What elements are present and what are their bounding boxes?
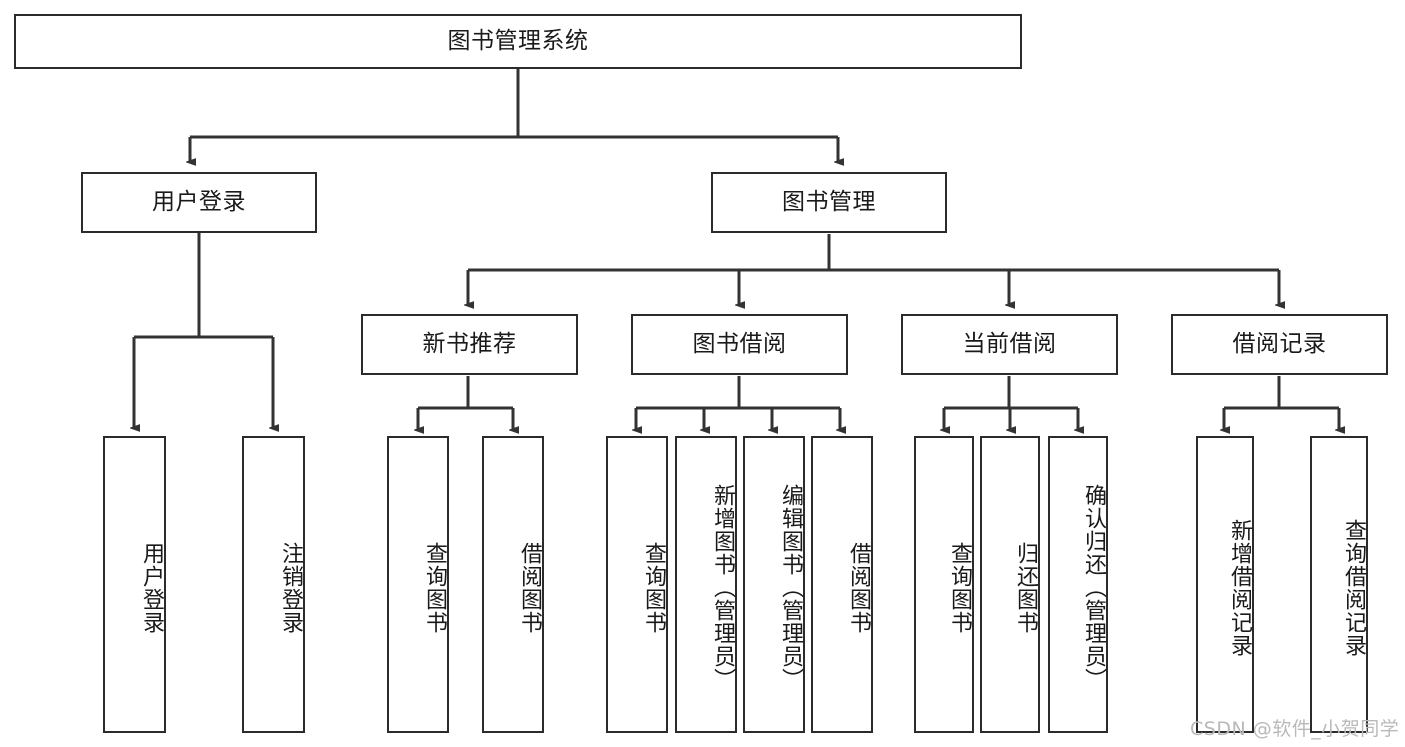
leaf-book-borrow-edit-book-admin[interactable]: 编辑图书（管理员） xyxy=(743,436,805,733)
node-new-book-recommend[interactable]: 新书推荐 xyxy=(361,314,578,375)
node-label: 图书管理 xyxy=(782,188,876,215)
node-label: 图书借阅 xyxy=(692,330,787,357)
node-label: 注销登录 xyxy=(278,541,303,634)
node-label: 查询借阅记录 xyxy=(1341,518,1366,657)
node-label: 归还图书 xyxy=(1013,541,1038,634)
node-user-login[interactable]: 用户登录 xyxy=(81,172,317,233)
node-label: 新书推荐 xyxy=(422,330,517,357)
leaf-borrow-records-query-record[interactable]: 查询借阅记录 xyxy=(1310,436,1368,733)
leaf-new-book-query-book[interactable]: 查询图书 xyxy=(387,436,449,733)
node-label: 查询图书 xyxy=(947,541,972,634)
node-label: 当前借阅 xyxy=(962,330,1057,357)
node-label: 借阅图书 xyxy=(846,541,871,634)
node-label: 借阅图书 xyxy=(517,541,542,634)
leaf-book-borrow-query-book[interactable]: 查询图书 xyxy=(606,436,668,733)
node-label: 查询图书 xyxy=(641,541,666,634)
node-book-borrow[interactable]: 图书借阅 xyxy=(631,314,848,375)
leaf-borrow-records-add-record[interactable]: 新增借阅记录 xyxy=(1196,436,1254,733)
node-label: 图书管理系统 xyxy=(447,27,589,54)
node-label: 用户登录 xyxy=(139,541,164,634)
node-label: 新增借阅记录 xyxy=(1227,518,1252,657)
leaf-user-login-logout[interactable]: 注销登录 xyxy=(242,436,305,733)
node-label: 新增图书（管理员） xyxy=(710,484,735,691)
leaf-user-login-login[interactable]: 用户登录 xyxy=(103,436,166,733)
leaf-current-borrow-query-book[interactable]: 查询图书 xyxy=(914,436,974,733)
leaf-book-borrow-borrow-book[interactable]: 借阅图书 xyxy=(811,436,873,733)
leaf-current-borrow-confirm-return-admin[interactable]: 确认归还（管理员） xyxy=(1048,436,1108,733)
node-label: 用户登录 xyxy=(152,188,246,215)
leaf-new-book-borrow-book[interactable]: 借阅图书 xyxy=(482,436,544,733)
node-label: 查询图书 xyxy=(422,541,447,634)
leaf-current-borrow-return-book[interactable]: 归还图书 xyxy=(980,436,1040,733)
node-borrow-records[interactable]: 借阅记录 xyxy=(1171,314,1388,375)
node-book-management[interactable]: 图书管理 xyxy=(711,172,947,233)
node-label: 确认归还（管理员） xyxy=(1081,484,1106,691)
node-label: 编辑图书（管理员） xyxy=(778,484,803,691)
node-current-borrow[interactable]: 当前借阅 xyxy=(901,314,1118,375)
leaf-book-borrow-add-book-admin[interactable]: 新增图书（管理员） xyxy=(675,436,737,733)
csdn-watermark: CSDN @软件_小贺同学 xyxy=(1190,718,1400,740)
node-root-book-management-system[interactable]: 图书管理系统 xyxy=(14,14,1022,69)
node-label: 借阅记录 xyxy=(1232,330,1327,357)
